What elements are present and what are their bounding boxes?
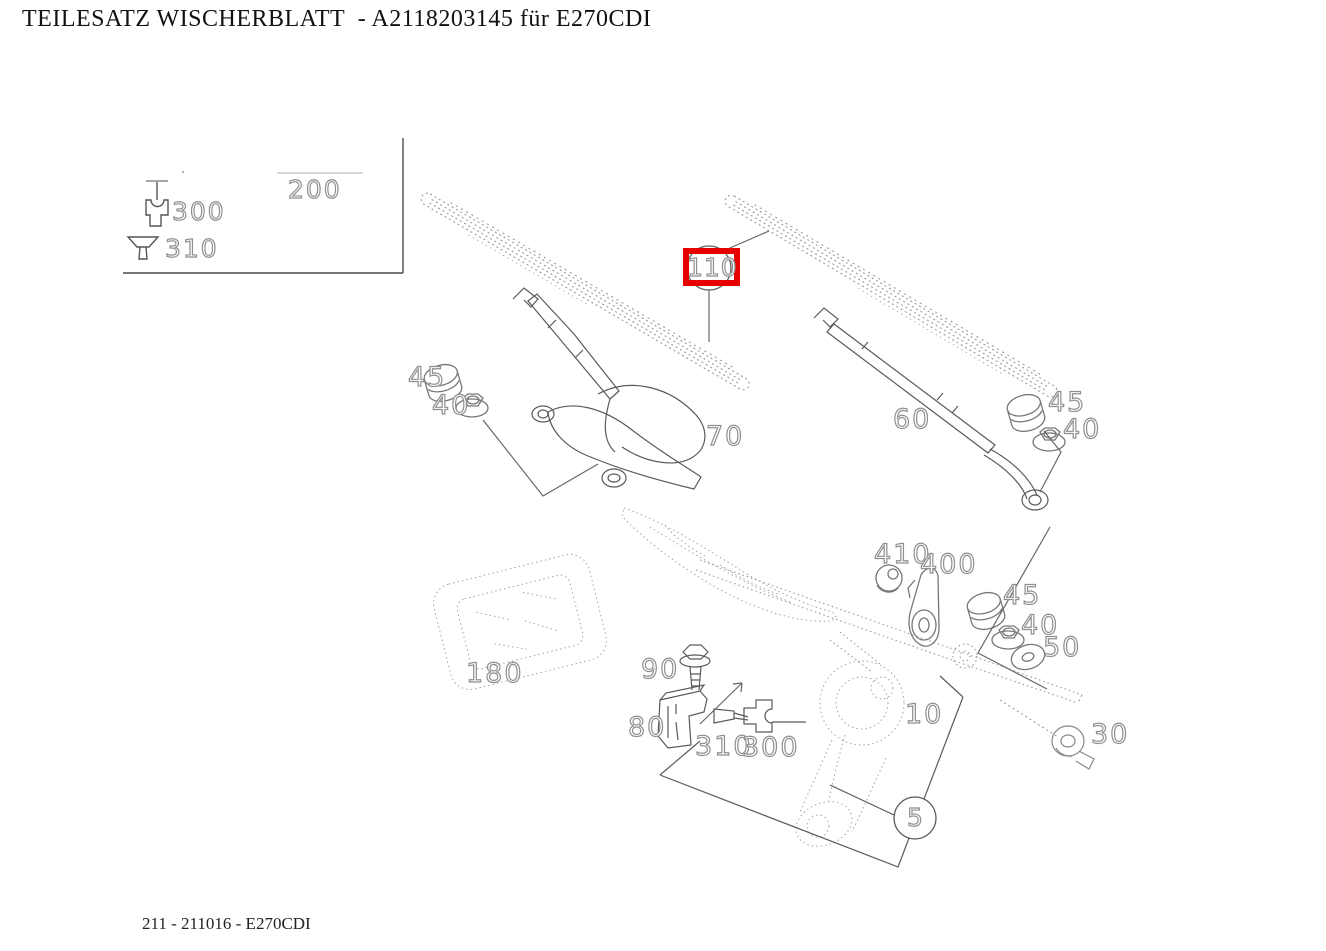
wiper-arm-right: [813, 307, 1049, 511]
part-callout-310-mid[interactable]: 310: [694, 731, 753, 762]
selected-part-highlight: [683, 248, 740, 286]
part-callout-5[interactable]: 5: [906, 803, 925, 832]
rivet-funnel-icon: [126, 236, 160, 260]
catalog-reference: 211 - 211016 - E270CDI: [142, 914, 311, 933]
nut-40-right: [1032, 427, 1066, 452]
part-callout-110[interactable]: 110: [686, 253, 738, 282]
cowl-panel: [621, 507, 837, 622]
part-callout-80[interactable]: 80: [627, 712, 667, 743]
cap-45-left: [423, 363, 463, 403]
part-callout-410[interactable]: 410: [873, 539, 932, 570]
wiper-blade-left: [420, 192, 750, 391]
wiper-linkage: [695, 559, 1083, 738]
part-callout-300-mid[interactable]: 300: [741, 732, 800, 763]
part-callout-180[interactable]: 180: [465, 658, 524, 689]
clip-30: [1051, 725, 1095, 770]
rivet-310-mid: [713, 708, 749, 724]
nut-40-mid: [991, 625, 1025, 650]
wiper-arm-left: [512, 287, 706, 490]
part-callout-30[interactable]: 30: [1090, 719, 1130, 750]
legend-box-frame: [123, 138, 404, 274]
part-callout-40-left[interactable]: 40: [431, 390, 471, 421]
bracket-400: [907, 567, 940, 647]
part-callout-40-right[interactable]: 40: [1062, 414, 1102, 445]
connector-300-mid: [743, 699, 806, 733]
part-callout-310-legend[interactable]: 310: [164, 234, 219, 263]
part-callout-10[interactable]: 10: [904, 699, 944, 730]
part-callout-90[interactable]: 90: [640, 654, 680, 685]
wiper-blade-right: [724, 194, 1058, 398]
leader-lines: [482, 230, 1062, 725]
part-callout-40-mid[interactable]: 40: [1020, 610, 1060, 641]
part-callout-400[interactable]: 400: [919, 549, 978, 580]
part-callout-300-legend[interactable]: 300: [171, 197, 226, 226]
part-callout-70[interactable]: 70: [705, 421, 745, 452]
hotspot-circle-5[interactable]: [893, 796, 937, 840]
wiper-motor: [795, 660, 905, 847]
grommet-410: [875, 564, 903, 593]
part-callout-50[interactable]: 50: [1042, 632, 1082, 663]
part-callout-60[interactable]: 60: [892, 404, 932, 435]
washer-50: [1010, 643, 1046, 671]
part-callout-45-right[interactable]: 45: [1047, 387, 1087, 418]
cap-45-mid: [966, 591, 1006, 631]
part-callout-45-left[interactable]: 45: [407, 362, 447, 393]
cap-45-right: [1006, 393, 1046, 433]
bolt-90: [679, 644, 711, 691]
nut-40-left: [455, 393, 489, 418]
page-title: TEILESATZ WISCHERBLATT - A2118203145 für…: [22, 6, 652, 32]
part-callout-45-mid[interactable]: 45: [1002, 580, 1042, 611]
kit-box-5: [659, 675, 964, 868]
bracket-80: [657, 684, 708, 749]
connector-plug-icon: [145, 180, 169, 227]
part-callout-200[interactable]: 200: [287, 175, 342, 204]
